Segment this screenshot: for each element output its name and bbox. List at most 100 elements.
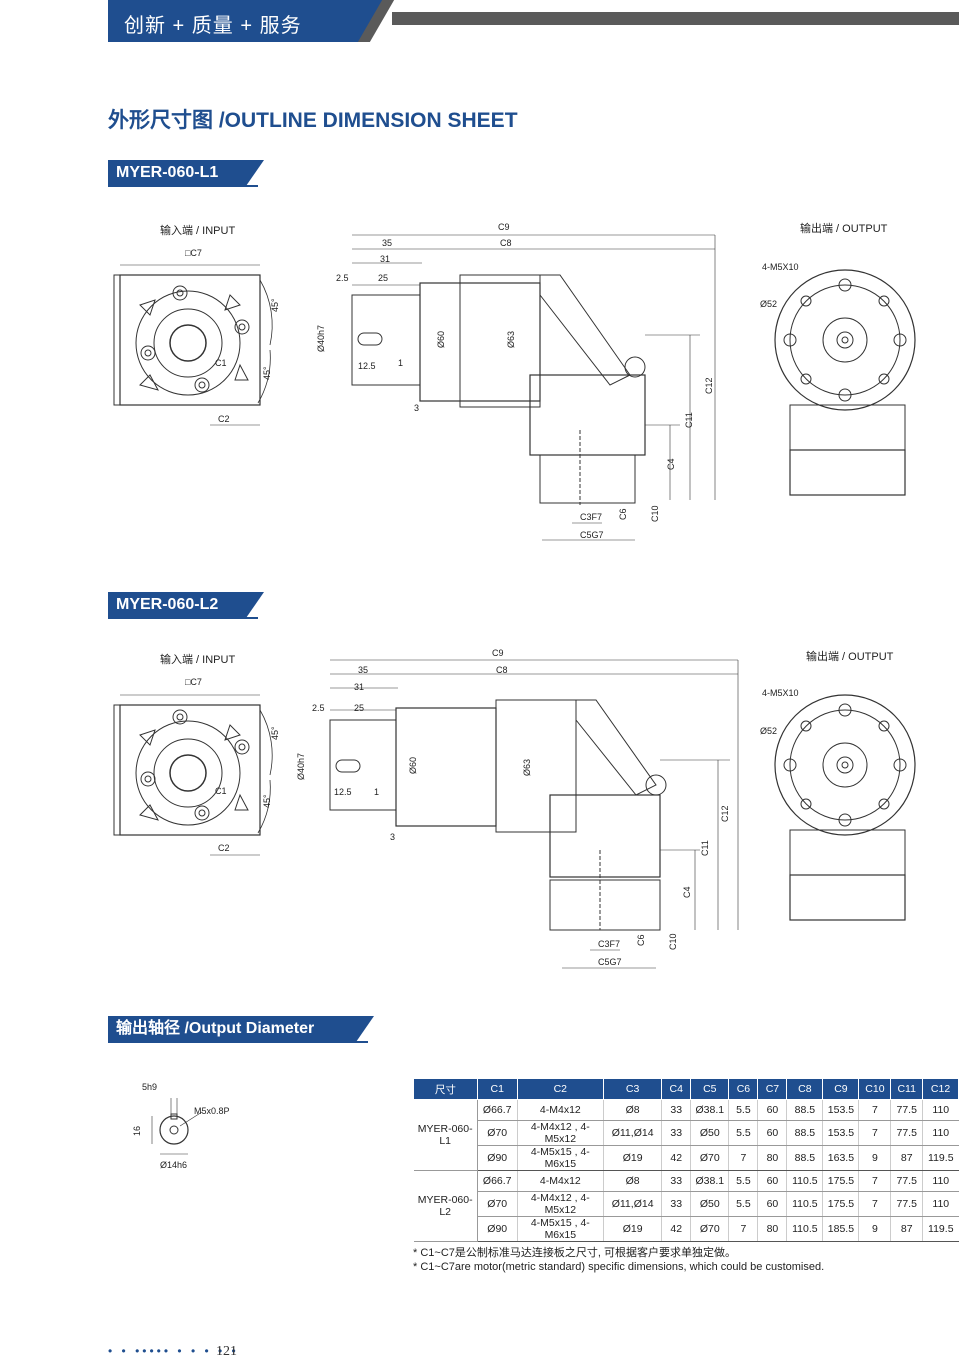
input-flange-drawing xyxy=(113,694,273,856)
dim-d40: Ø40h7 xyxy=(296,752,306,780)
dim-c11: C11 xyxy=(684,412,694,428)
table-cell: 33 xyxy=(661,1191,692,1217)
table-cell: Ø8 xyxy=(603,1099,663,1121)
dim-3: 3 xyxy=(390,832,396,842)
dim-angle-2: 45° xyxy=(262,794,272,808)
dim-c6: C6 xyxy=(618,508,628,520)
section-tag-output-diameter: 输出轴径 /Output Diameter xyxy=(108,1016,374,1042)
dim-c5: C5G7 xyxy=(580,530,604,540)
side-view-drawing xyxy=(351,234,716,541)
dim-d40: Ø40h7 xyxy=(316,324,326,352)
table-cell: 60 xyxy=(757,1120,788,1146)
table-cell: Ø50 xyxy=(690,1120,730,1146)
col-header: C5 xyxy=(690,1078,730,1100)
table-cell: 110 xyxy=(922,1120,959,1146)
dim-m5: 4-M5X10 xyxy=(762,262,799,272)
table-cell: 119.5 xyxy=(922,1216,959,1242)
table-cell: 7 xyxy=(728,1145,759,1171)
dim-c8: C8 xyxy=(496,665,508,675)
dim-angle-1: 45° xyxy=(270,726,280,740)
col-header: C11 xyxy=(890,1078,924,1100)
table-cell: 175.5 xyxy=(822,1170,860,1192)
header-tab: 创新 + 质量 + 服务 xyxy=(108,0,384,42)
dim-c10: C10 xyxy=(668,933,678,950)
table-cell: Ø90 xyxy=(477,1216,518,1242)
table-cell: Ø11,Ø14 xyxy=(603,1120,663,1146)
dim-angle-2: 45° xyxy=(262,366,272,380)
dim-c6: C6 xyxy=(636,934,646,946)
table-cell: 7 xyxy=(858,1170,892,1192)
table-cell: 175.5 xyxy=(822,1191,860,1217)
table-cell: 153.5 xyxy=(822,1120,860,1146)
dim-c12: C12 xyxy=(704,377,714,394)
dim-1: 1 xyxy=(374,787,380,797)
dim-c9: C9 xyxy=(492,648,504,658)
col-header: C1 xyxy=(476,1078,518,1100)
model-cell: MYER-060-L1 xyxy=(413,1099,478,1171)
section-tag-l2: MYER-060-L2 xyxy=(108,592,264,618)
header-bar xyxy=(392,12,959,25)
dim-31: 31 xyxy=(380,254,391,264)
table-cell: 110.5 xyxy=(786,1191,824,1217)
table-cell: Ø19 xyxy=(603,1216,663,1242)
table-cell: 7 xyxy=(858,1191,892,1217)
table-cell: 4-M4x12 xyxy=(517,1099,605,1121)
table-cell: 42 xyxy=(661,1145,692,1171)
table-cell: 4-M5x15 , 4-M6x15 xyxy=(517,1145,605,1171)
dim-d63: Ø63 xyxy=(506,330,516,348)
table-cell: Ø50 xyxy=(690,1191,730,1217)
table-cell: 87 xyxy=(890,1216,924,1242)
dim-12-5: 12.5 xyxy=(334,787,352,797)
page-title: 外形尺寸图 /OUTLINE DIMENSION SHEET xyxy=(108,109,518,132)
table-cell: Ø70 xyxy=(690,1145,730,1171)
table-cell: 163.5 xyxy=(822,1145,860,1171)
input-flange-drawing xyxy=(113,264,273,426)
col-header: C9 xyxy=(822,1078,860,1100)
table-cell: 7 xyxy=(858,1099,892,1121)
table-cell: Ø38.1 xyxy=(690,1170,730,1192)
dim-c3: C3F7 xyxy=(598,939,621,949)
table-cell: 77.5 xyxy=(890,1170,924,1192)
dim-key-width: 5h9 xyxy=(142,1082,158,1092)
table-cell: 110 xyxy=(922,1099,959,1121)
table-cell: 77.5 xyxy=(890,1099,924,1121)
dim-c2: C2 xyxy=(218,414,230,424)
table-cell: Ø70 xyxy=(477,1120,518,1146)
table-cell: 9 xyxy=(858,1216,892,1242)
table-cell: Ø70 xyxy=(690,1216,730,1242)
dim-height: 16 xyxy=(132,1125,142,1136)
dim-d60: Ø60 xyxy=(436,330,446,348)
table-cell: 60 xyxy=(757,1191,788,1217)
dim-35: 35 xyxy=(382,238,393,248)
section-underline xyxy=(108,185,258,187)
page-number: 121 xyxy=(216,1344,237,1359)
table-cell: Ø66.7 xyxy=(477,1099,518,1121)
table-cell: 185.5 xyxy=(822,1216,860,1242)
output-label: 输出端 / OUTPUT xyxy=(806,651,894,663)
dim-d52: Ø52 xyxy=(760,299,778,309)
model-cell: MYER-060-L2 xyxy=(413,1170,478,1242)
table-cell: 42 xyxy=(661,1216,692,1242)
side-view-drawing xyxy=(329,659,739,969)
col-header: C3 xyxy=(603,1078,663,1100)
dim-25: 25 xyxy=(378,273,389,283)
table-cell: 110.5 xyxy=(786,1170,824,1192)
table-cell: 33 xyxy=(661,1120,692,1146)
dim-c11: C11 xyxy=(700,840,710,856)
dim-m5: 4-M5X10 xyxy=(762,688,799,698)
col-header: C2 xyxy=(516,1078,605,1100)
dim-c4: C4 xyxy=(666,458,676,470)
col-header: C10 xyxy=(858,1078,892,1100)
note-english: * C1~C7are motor(metric standard) specif… xyxy=(413,1261,825,1273)
note-chinese: * C1~C7是公制标准马达连接板之尺寸, 可根据客户要求单独定做。 xyxy=(413,1247,736,1259)
dim-c1: C1 xyxy=(215,786,227,796)
table-cell: 88.5 xyxy=(786,1120,824,1146)
dimension-table: 尺寸 C1 C2 C3 C4 C5 C6 C7 C8 C9 C10 C11 C1… xyxy=(413,1078,959,1242)
table-cell: 5.5 xyxy=(728,1170,759,1192)
table-cell: 9 xyxy=(858,1145,892,1171)
dim-c1: C1 xyxy=(215,358,227,368)
